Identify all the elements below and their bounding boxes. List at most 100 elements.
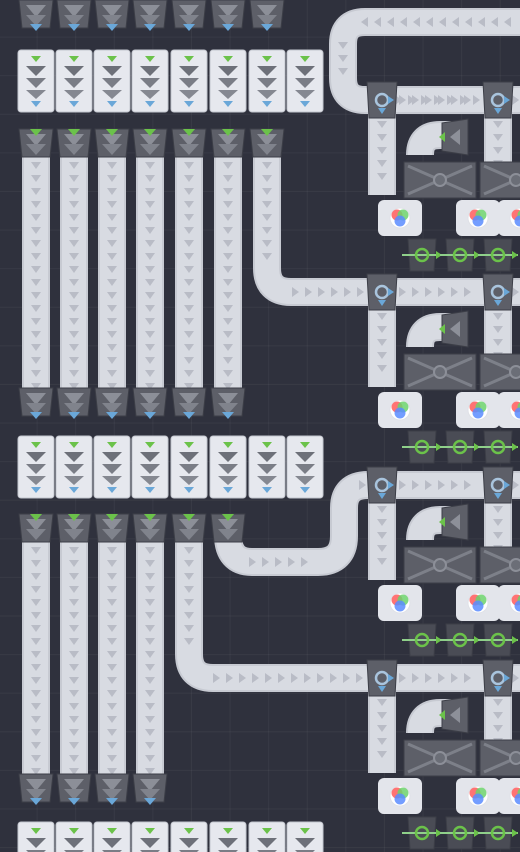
rotator-icon[interactable] xyxy=(402,238,442,272)
belt-curve[interactable] xyxy=(406,506,454,541)
tunnel-exit-icon[interactable] xyxy=(94,773,130,805)
tunnel-entrance-icon[interactable] xyxy=(210,513,246,543)
belt-curve[interactable] xyxy=(406,121,454,156)
balancer-icon[interactable] xyxy=(248,49,286,113)
tunnel-exit-icon[interactable] xyxy=(18,773,54,805)
tunnel-entrance-icon[interactable] xyxy=(210,128,246,158)
rgb-circle-item-icon[interactable] xyxy=(498,200,520,236)
balancer-icon[interactable] xyxy=(55,821,93,852)
balancer-icon[interactable] xyxy=(209,49,247,113)
rgb-circle-item-icon[interactable] xyxy=(378,200,422,236)
tunnel-exit-icon[interactable] xyxy=(56,773,92,805)
balancer-icon[interactable] xyxy=(170,435,208,499)
tunnel-exit-icon[interactable] xyxy=(56,387,92,419)
balancer-icon[interactable] xyxy=(286,49,324,113)
rgb-circle-item-icon[interactable] xyxy=(456,392,500,428)
color-mixer-icon[interactable] xyxy=(479,546,520,584)
balancer-icon[interactable] xyxy=(209,435,247,499)
tunnel-exit-icon[interactable] xyxy=(210,387,246,419)
rgb-circle-item-icon[interactable] xyxy=(456,200,500,236)
rgb-circle-item-icon[interactable] xyxy=(378,392,422,428)
tunnel-exit-icon[interactable] xyxy=(56,0,92,31)
rotator-icon[interactable] xyxy=(478,816,518,850)
tunnel-entrance-icon[interactable] xyxy=(56,513,92,543)
belt-curve[interactable] xyxy=(406,699,454,734)
balancer-icon[interactable] xyxy=(93,49,131,113)
tunnel-entrance-icon[interactable] xyxy=(94,513,130,543)
balancer-icon[interactable] xyxy=(286,435,324,499)
tunnel-entrance-icon[interactable] xyxy=(132,128,168,158)
color-mixer-icon[interactable] xyxy=(479,161,520,199)
splitter-icon[interactable] xyxy=(366,81,398,119)
splitter-icon[interactable] xyxy=(482,273,514,311)
balancer-icon[interactable] xyxy=(170,821,208,852)
splitter-icon[interactable] xyxy=(482,466,514,504)
tunnel-exit-icon[interactable] xyxy=(132,0,168,31)
color-mixer-icon[interactable] xyxy=(479,739,520,777)
tunnel-entrance-icon[interactable] xyxy=(171,128,207,158)
rotator-icon[interactable] xyxy=(478,238,518,272)
balancer-icon[interactable] xyxy=(93,435,131,499)
painter-icon[interactable] xyxy=(439,310,469,348)
painter-icon[interactable] xyxy=(439,118,469,156)
balancer-icon[interactable] xyxy=(131,49,169,113)
balancer-icon[interactable] xyxy=(93,821,131,852)
balancer-icon[interactable] xyxy=(286,821,324,852)
rotator-icon[interactable] xyxy=(402,816,442,850)
tunnel-exit-icon[interactable] xyxy=(171,0,207,31)
tunnel-exit-icon[interactable] xyxy=(18,0,54,31)
rotator-icon[interactable] xyxy=(478,623,518,657)
balancer-icon[interactable] xyxy=(17,435,55,499)
rgb-circle-item-icon[interactable] xyxy=(498,392,520,428)
color-mixer-icon[interactable] xyxy=(403,546,477,584)
balancer-icon[interactable] xyxy=(55,49,93,113)
belt-curve[interactable] xyxy=(214,471,382,576)
rgb-circle-item-icon[interactable] xyxy=(456,778,500,814)
tunnel-exit-icon[interactable] xyxy=(18,387,54,419)
rgb-circle-item-icon[interactable] xyxy=(378,778,422,814)
rotator-icon[interactable] xyxy=(402,430,442,464)
color-mixer-icon[interactable] xyxy=(403,353,477,391)
rotator-icon[interactable] xyxy=(440,816,480,850)
color-mixer-icon[interactable] xyxy=(479,353,520,391)
rgb-circle-item-icon[interactable] xyxy=(456,585,500,621)
belt-curve[interactable] xyxy=(406,313,454,348)
tunnel-entrance-icon[interactable] xyxy=(94,128,130,158)
balancer-icon[interactable] xyxy=(248,435,286,499)
rgb-circle-item-icon[interactable] xyxy=(378,585,422,621)
tunnel-entrance-icon[interactable] xyxy=(18,128,54,158)
tunnel-entrance-icon[interactable] xyxy=(171,513,207,543)
color-mixer-icon[interactable] xyxy=(403,739,477,777)
tunnel-entrance-icon[interactable] xyxy=(56,128,92,158)
splitter-icon[interactable] xyxy=(366,659,398,697)
balancer-icon[interactable] xyxy=(170,49,208,113)
balancer-icon[interactable] xyxy=(248,821,286,852)
balancer-icon[interactable] xyxy=(131,821,169,852)
rotator-icon[interactable] xyxy=(440,430,480,464)
balancer-icon[interactable] xyxy=(17,49,55,113)
painter-icon[interactable] xyxy=(439,503,469,541)
belt-curve[interactable] xyxy=(175,535,380,692)
balancer-icon[interactable] xyxy=(131,435,169,499)
belt-curve[interactable] xyxy=(253,150,380,306)
rotator-icon[interactable] xyxy=(402,623,442,657)
tunnel-exit-icon[interactable] xyxy=(171,387,207,419)
tunnel-entrance-icon[interactable] xyxy=(132,513,168,543)
splitter-icon[interactable] xyxy=(366,466,398,504)
splitter-icon[interactable] xyxy=(366,273,398,311)
splitter-icon[interactable] xyxy=(482,659,514,697)
balancer-icon[interactable] xyxy=(55,435,93,499)
tunnel-entrance-icon[interactable] xyxy=(249,128,285,158)
tunnel-exit-icon[interactable] xyxy=(132,387,168,419)
rotator-icon[interactable] xyxy=(440,623,480,657)
tunnel-exit-icon[interactable] xyxy=(132,773,168,805)
splitter-icon[interactable] xyxy=(482,81,514,119)
rotator-icon[interactable] xyxy=(478,430,518,464)
tunnel-entrance-icon[interactable] xyxy=(18,513,54,543)
balancer-icon[interactable] xyxy=(17,821,55,852)
painter-icon[interactable] xyxy=(439,696,469,734)
rgb-circle-item-icon[interactable] xyxy=(498,585,520,621)
balancer-icon[interactable] xyxy=(209,821,247,852)
tunnel-exit-icon[interactable] xyxy=(210,0,246,31)
